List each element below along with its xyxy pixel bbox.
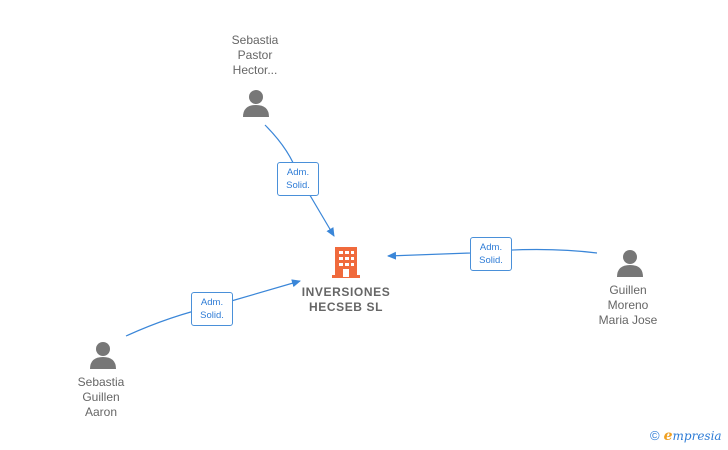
person-name-p2: Guillen Moreno Maria Jose bbox=[583, 283, 673, 328]
company-name-line-1: INVERSIONES bbox=[301, 285, 391, 299]
copyright-icon: © bbox=[650, 428, 660, 443]
building-icon bbox=[332, 247, 360, 278]
person-name-line: Sebastia bbox=[231, 33, 279, 47]
person-name-p3: Sebastia Guillen Aaron bbox=[56, 375, 146, 420]
edge-label-line: Adm. bbox=[479, 242, 503, 253]
person-name-line: Guillen bbox=[82, 390, 120, 404]
edge-label-p2[interactable]: Adm. Solid. bbox=[470, 237, 512, 271]
edge-label-line: Adm. bbox=[286, 167, 310, 178]
brand-watermark: ©empresia bbox=[650, 428, 722, 444]
edge-label-line: Solid. bbox=[200, 310, 224, 321]
brand-logo-initial: e bbox=[663, 428, 673, 444]
person-name-line: Pastor bbox=[237, 48, 273, 62]
person-name-line: Maria Jose bbox=[598, 313, 658, 327]
brand-logo-text: mpresia bbox=[672, 429, 722, 443]
person-name-line: Sebastia bbox=[77, 375, 125, 389]
company-name: INVERSIONES HECSEB SL bbox=[296, 285, 396, 315]
edge-label-line: Solid. bbox=[286, 180, 310, 191]
edge-label-line: Solid. bbox=[479, 255, 503, 266]
person-icon bbox=[617, 250, 643, 277]
person-name-line: Aaron bbox=[84, 405, 118, 419]
edge-label-p3[interactable]: Adm. Solid. bbox=[191, 292, 233, 326]
person-icon bbox=[90, 342, 116, 369]
person-name-line: Guillen bbox=[609, 283, 647, 297]
person-icon bbox=[243, 90, 269, 117]
person-name-line: Moreno bbox=[607, 298, 649, 312]
company-name-line-2: HECSEB SL bbox=[308, 300, 384, 314]
person-name-line: Hector... bbox=[232, 63, 278, 77]
person-name-p1: Sebastia Pastor Hector... bbox=[210, 33, 300, 78]
edge-label-p1[interactable]: Adm. Solid. bbox=[277, 162, 319, 196]
edge-label-line: Adm. bbox=[200, 297, 224, 308]
